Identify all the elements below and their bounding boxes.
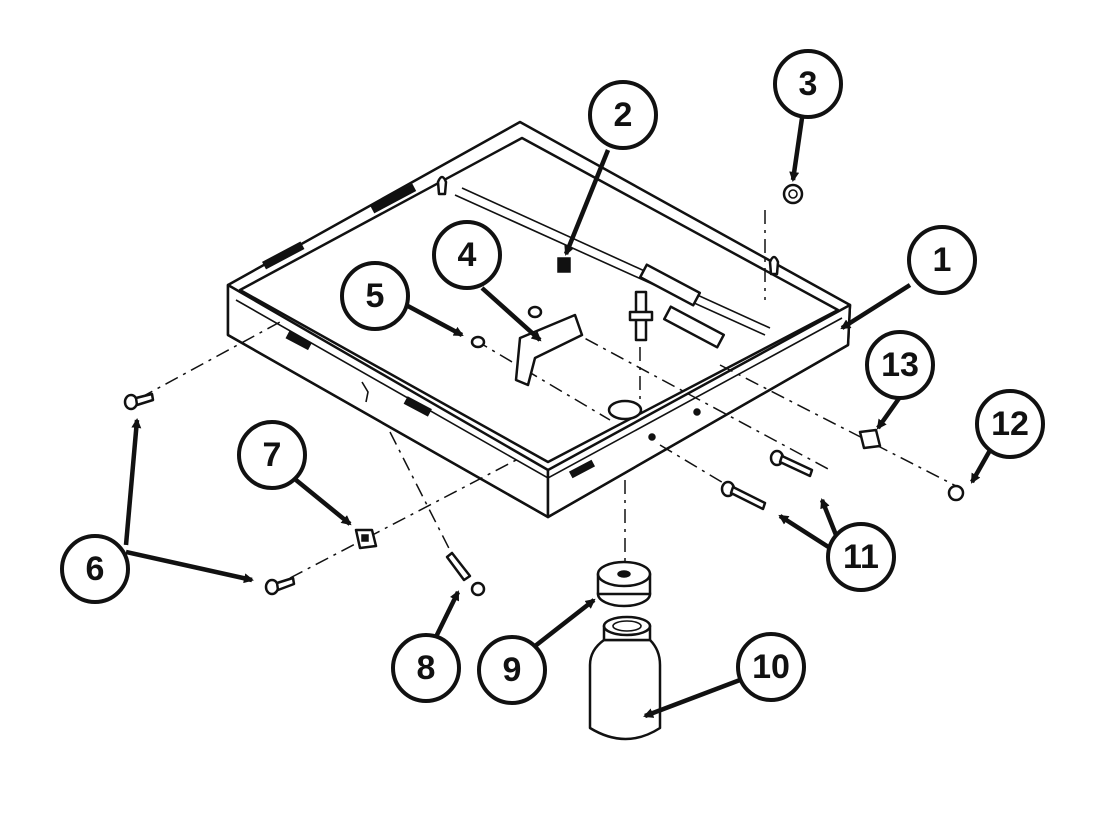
callout-2: 2 xyxy=(588,80,658,150)
leader-6a xyxy=(123,418,142,546)
callout-6: 6 xyxy=(60,534,130,604)
callout-7: 7 xyxy=(237,420,307,490)
screw-part-6-upper xyxy=(123,392,155,411)
leader-5 xyxy=(404,303,464,337)
callout-3: 3 xyxy=(773,49,843,119)
drip-tray xyxy=(226,120,852,519)
leader-2 xyxy=(563,149,611,256)
callout-1-label: 1 xyxy=(933,241,952,279)
leader-arrows xyxy=(123,117,995,719)
callout-13-label: 13 xyxy=(881,346,919,384)
callout-10: 10 xyxy=(736,632,806,702)
callout-4-label: 4 xyxy=(458,236,477,274)
callout-10-label: 10 xyxy=(752,648,790,686)
screw-part-12 xyxy=(947,484,965,502)
callout-11: 11 xyxy=(826,522,896,592)
leader-1 xyxy=(840,283,912,330)
adapter-part-9 xyxy=(596,560,652,608)
clip-part-2 xyxy=(557,257,571,273)
leader-9 xyxy=(528,598,596,652)
clip-part-13 xyxy=(858,428,882,450)
callout-6-label: 6 xyxy=(86,550,105,588)
screw-part-11-upper xyxy=(769,449,814,478)
callout-8-label: 8 xyxy=(417,649,436,687)
callout-9-label: 9 xyxy=(503,651,522,689)
callout-7-label: 7 xyxy=(263,436,282,474)
screw-part-6-lower xyxy=(264,576,296,596)
leader-7 xyxy=(294,478,352,526)
callout-8: 8 xyxy=(391,633,461,703)
callout-5-label: 5 xyxy=(366,277,385,315)
leader-6b xyxy=(125,549,254,584)
leader-4 xyxy=(480,286,542,342)
leader-3 xyxy=(789,117,805,182)
callout-9: 9 xyxy=(477,635,547,705)
grommet-part-3 xyxy=(782,183,804,205)
callout-13: 13 xyxy=(865,330,935,400)
bracket-part-4 xyxy=(514,313,584,387)
callout-3-label: 3 xyxy=(799,65,818,103)
jar-part-10 xyxy=(588,615,662,741)
clip-part-7 xyxy=(354,528,378,550)
leader-10 xyxy=(643,677,741,719)
stud xyxy=(628,290,654,342)
callout-4: 4 xyxy=(432,220,502,290)
callout-12-label: 12 xyxy=(991,405,1029,443)
callout-2-label: 2 xyxy=(614,96,633,134)
washer-part-5 xyxy=(470,305,543,349)
callout-12: 12 xyxy=(975,389,1045,459)
callout-11-label: 11 xyxy=(843,538,879,576)
bolt-part-8 xyxy=(445,551,486,597)
callout-5: 5 xyxy=(340,261,410,331)
leader-11b xyxy=(778,514,832,550)
callout-1: 1 xyxy=(907,225,977,295)
screw-part-11-lower xyxy=(720,480,767,511)
